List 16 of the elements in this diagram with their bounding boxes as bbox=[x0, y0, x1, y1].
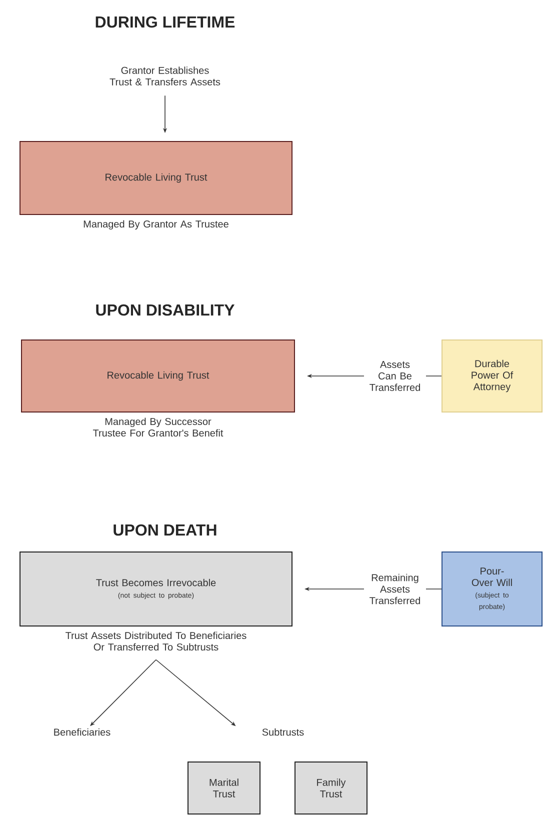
edge-label: Assets Can Be Transferred bbox=[364, 336, 426, 416]
node-text: Subtrusts bbox=[262, 728, 304, 736]
node-text: Grantor Establishes Trust & Transfers Assets bbox=[110, 66, 220, 86]
process-box: Marital Trust bbox=[188, 762, 260, 814]
caption-text: Managed By Successor Trustee For Grantor's Benefit bbox=[92, 418, 224, 437]
edge-label: Remaining Assets Transferred bbox=[364, 549, 426, 629]
node-text: Beneficiaries bbox=[54, 728, 110, 736]
process-box: Durable Power Of Attorney bbox=[442, 340, 542, 412]
section-heading: UPON DEATH bbox=[114, 524, 216, 536]
section-heading: UPON DISABILITY bbox=[96, 304, 234, 316]
process-box: Revocable Living Trust bbox=[21, 340, 295, 412]
process-box: Family Trust bbox=[294, 762, 368, 814]
caption-text: Trust Assets Distributed To Beneficiaries Or Transferred To Subtrusts bbox=[66, 632, 246, 651]
process-box: Revocable Living Trust bbox=[20, 141, 292, 215]
section-heading: DURING LIFETIME bbox=[96, 16, 235, 28]
caption-text: Managed By Grantor As Trustee bbox=[84, 220, 228, 230]
